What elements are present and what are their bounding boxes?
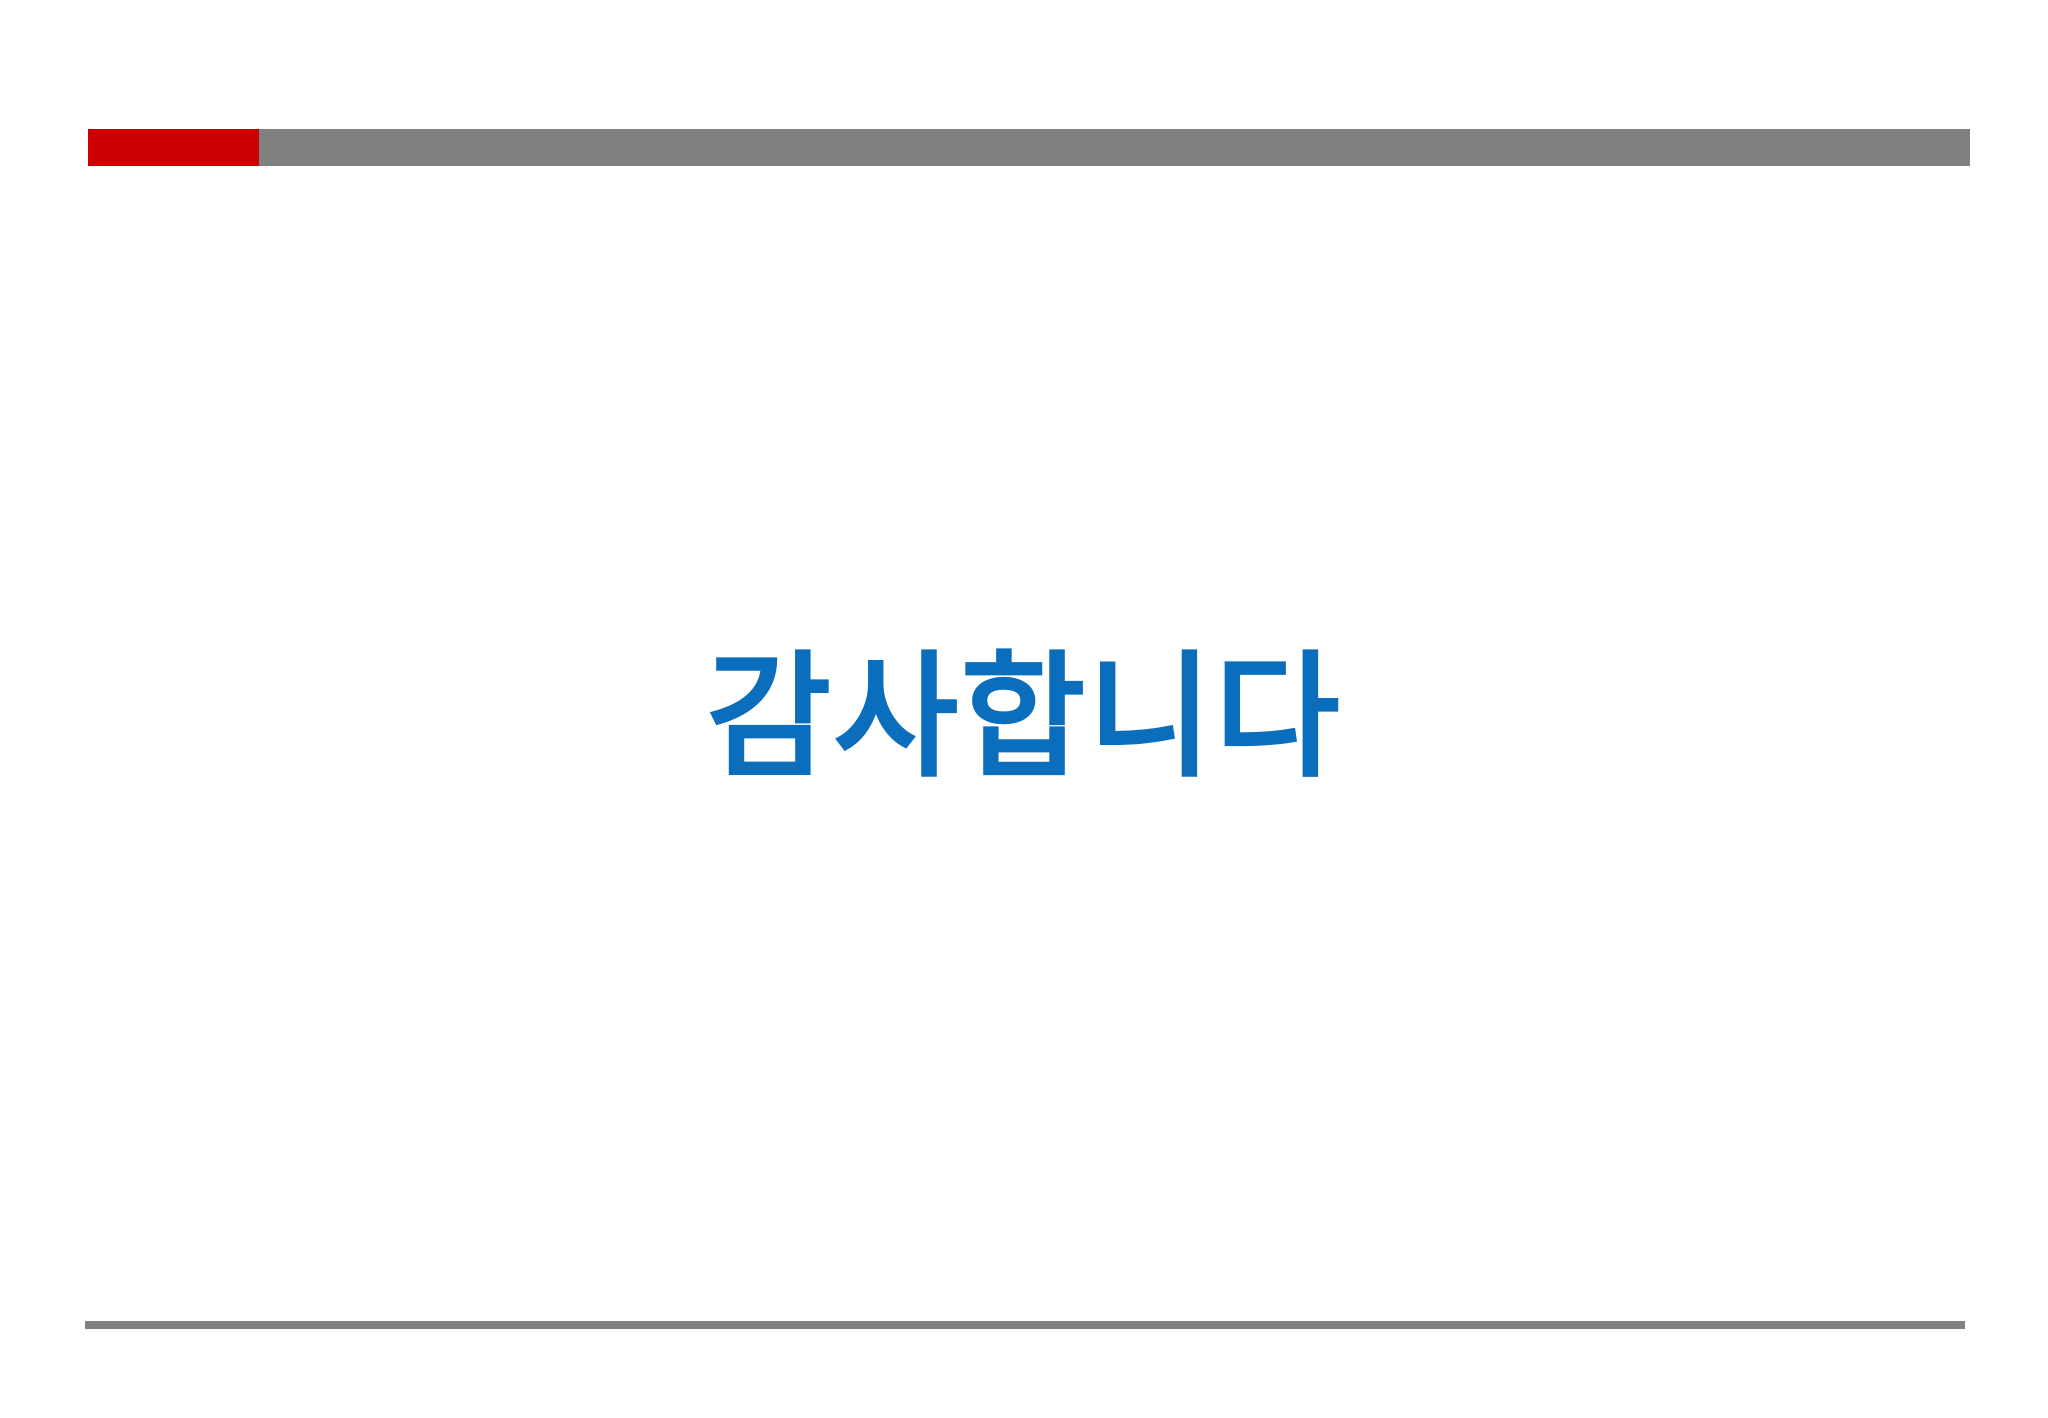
header-bar-gray (259, 129, 1970, 166)
thank-you-message: 감사합니다 (706, 639, 1342, 797)
header-bar-red-accent (88, 129, 259, 166)
header-bar (88, 129, 1970, 166)
footer-rule (85, 1321, 1965, 1329)
